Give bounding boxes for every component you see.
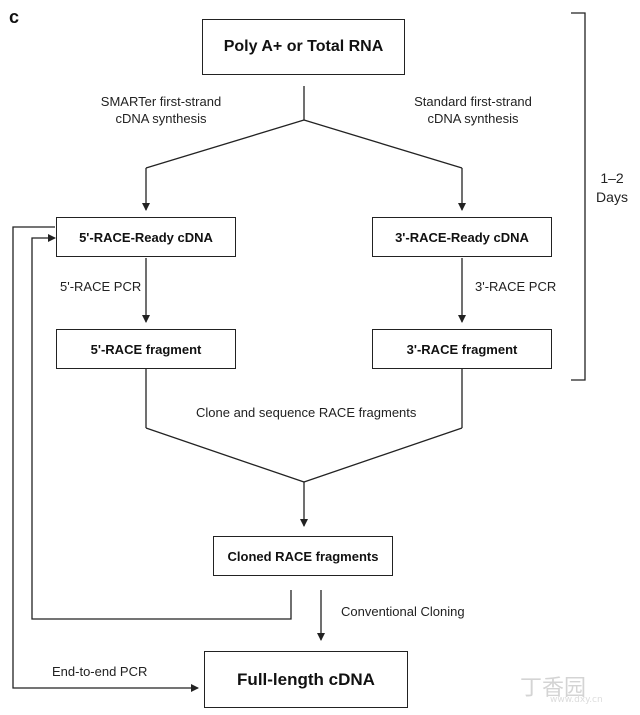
label-3-race-pcr: 3'-RACE PCR <box>475 279 557 294</box>
label-standard-line2: cDNA synthesis <box>427 111 519 126</box>
label-clone-sequence: Clone and sequence RACE fragments <box>196 405 417 420</box>
watermark-logo: 丁香园 <box>520 676 587 701</box>
box-cloned-race-fragments: Cloned RACE fragments <box>213 536 393 576</box>
split-right-line <box>303 119 463 169</box>
label-5-race-pcr: 5'-RACE PCR <box>60 279 142 294</box>
box-full-length-text: Full-length cDNA <box>237 669 375 689</box>
panel-label: c <box>9 7 20 27</box>
timeline-bracket <box>571 12 586 381</box>
label-smarter-line2: cDNA synthesis <box>115 111 207 126</box>
label-standard-line1: Standard first-strand <box>414 94 532 109</box>
label-smarter-line1: SMARTer first-strand <box>100 94 222 109</box>
box-5-race-fragment-text: 5'-RACE fragment <box>90 341 202 357</box>
label-end-to-end-pcr: End-to-end PCR <box>52 664 148 679</box>
box-3-race-ready: 3'-RACE-Ready cDNA <box>372 217 552 257</box>
box-5-race-ready: 5'-RACE-Ready cDNA <box>56 217 236 257</box>
feedback-loop-line <box>31 234 292 620</box>
label-smarter: SMARTer first-strand cDNA synthesis <box>86 93 236 127</box>
end-to-end-line <box>12 226 199 692</box>
merge-left-diag <box>145 427 305 483</box>
box-start-rna: Poly A+ or Total RNA <box>202 19 405 75</box>
box-full-length-cdna: Full-length cDNA <box>204 651 408 708</box>
box-start-text: Poly A+ or Total RNA <box>223 38 384 55</box>
box-cloned-text: Cloned RACE fragments <box>227 548 379 564</box>
label-timeline: 1–2 Days <box>592 169 632 207</box>
watermark-url: www.dxy.cn <box>550 695 603 705</box>
split-left-line <box>145 119 305 169</box>
box-3-race-ready-text: 3'-RACE-Ready cDNA <box>395 229 529 245</box>
box-3-race-fragment-text: 3'-RACE fragment <box>406 341 518 357</box>
label-conventional-cloning: Conventional Cloning <box>341 604 465 619</box>
label-standard: Standard first-strand cDNA synthesis <box>398 93 548 127</box>
label-timeline-unit: Days <box>596 189 628 205</box>
box-3-race-fragment: 3'-RACE fragment <box>372 329 552 369</box>
box-5-race-fragment: 5'-RACE fragment <box>56 329 236 369</box>
label-timeline-range: 1–2 <box>600 170 624 186</box>
merge-right-diag <box>303 427 463 483</box>
box-5-race-ready-text: 5'-RACE-Ready cDNA <box>79 229 213 245</box>
